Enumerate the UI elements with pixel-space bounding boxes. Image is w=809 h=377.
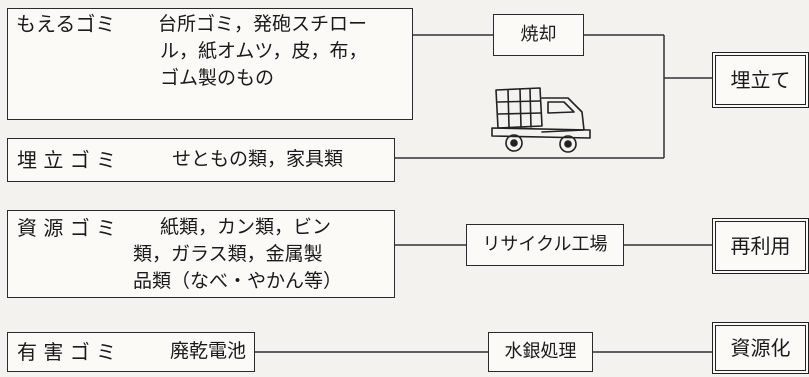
outcome-landfill-label: 埋立て	[730, 68, 791, 92]
category-hazardous-box	[7, 332, 255, 372]
category-recyclable-items-line1: 紙類，カン類，ビン	[160, 216, 332, 238]
process-incineration-box	[493, 14, 584, 56]
category-burnable-items-line1: 台所ゴミ，発砲スチロー	[158, 13, 368, 35]
category-landfill-items-line1: せともの類，家具類	[172, 148, 344, 170]
category-hazardous-items-line1: 廃乾電池	[170, 340, 247, 362]
category-burnable-box	[7, 8, 413, 120]
process-mercury-label: 水銀処理	[504, 341, 577, 362]
category-recyclable-box	[7, 210, 395, 298]
outcome-reuse-label: 再利用	[730, 234, 791, 258]
process-mercury-box	[488, 332, 593, 372]
category-recyclable-items-line2: 類，ガラス類，金属製	[133, 243, 323, 265]
category-burnable-items-line2: ル，紙オムツ，皮，布，	[160, 40, 368, 62]
category-recyclable-items-line3: 品類（なべ・やかん等）	[133, 270, 343, 292]
garbage-truck-icon	[491, 87, 591, 153]
category-landfill-box	[7, 138, 395, 182]
outcome-resource-label: 資源化	[730, 336, 791, 360]
outcome-resource-box	[712, 322, 809, 374]
outcome-reuse-box	[712, 218, 809, 274]
category-hazardous-label: 有 害 ゴ ミ	[17, 340, 117, 364]
outcome-landfill-box	[712, 52, 809, 108]
category-burnable-items-line3: ゴム製のもの	[160, 67, 275, 89]
category-landfill-label: 埋 立 ゴ ミ	[17, 148, 117, 172]
category-burnable-label: もえるゴミ	[16, 12, 116, 36]
category-recyclable-label: 資 源 ゴ ミ	[17, 216, 117, 240]
process-recycle-factory-label: リサイクル工場	[482, 234, 608, 255]
process-recycle-factory-box	[466, 224, 624, 266]
process-incineration-label: 焼却	[520, 24, 557, 45]
